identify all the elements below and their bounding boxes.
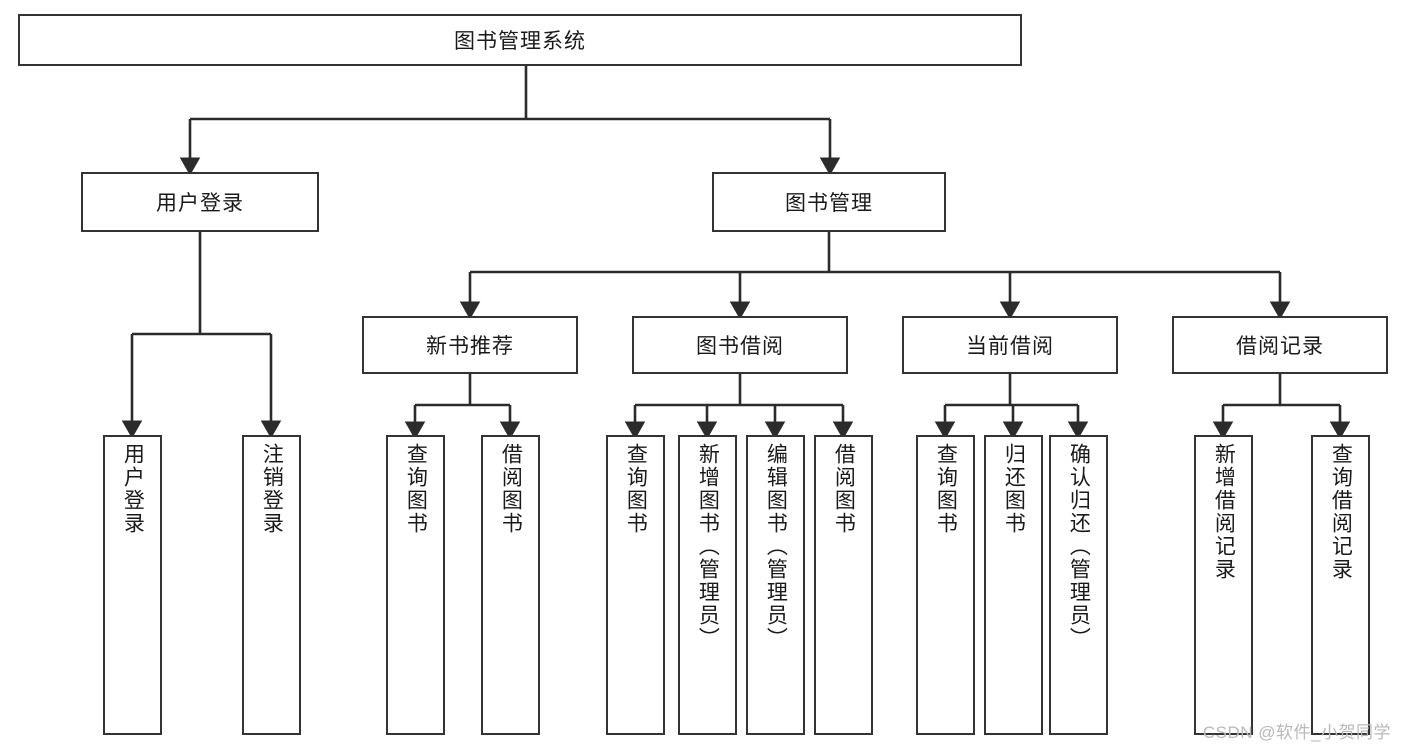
leaf-current-borrow-1[interactable]: 查询图书 bbox=[916, 435, 975, 735]
watermark-text: CSDN @软件_小贺同学 bbox=[1202, 723, 1391, 742]
leaf-label: 用户登录 bbox=[121, 443, 145, 535]
leaf-label: 编辑图书（管理员） bbox=[764, 443, 788, 650]
leaf-label: 查询借阅记录 bbox=[1329, 443, 1353, 581]
leaf-book-borrow-2[interactable]: 新增图书（管理员） bbox=[678, 435, 737, 735]
node-borrow-record[interactable]: 借阅记录 bbox=[1172, 316, 1388, 374]
node-book-manage-label: 图书管理 bbox=[785, 192, 873, 215]
leaf-label: 新增借阅记录 bbox=[1212, 443, 1236, 581]
leaf-new-book-2[interactable]: 借阅图书 bbox=[481, 435, 540, 735]
node-user-login-label: 用户登录 bbox=[156, 192, 244, 215]
leaf-current-borrow-3[interactable]: 确认归还（管理员） bbox=[1049, 435, 1108, 735]
leaf-new-book-1[interactable]: 查询图书 bbox=[386, 435, 445, 735]
leaf-label: 借阅图书 bbox=[832, 443, 856, 535]
leaf-label: 查询图书 bbox=[934, 443, 958, 535]
leaf-borrow-record-2[interactable]: 查询借阅记录 bbox=[1311, 435, 1370, 735]
node-book-borrow-label: 图书借阅 bbox=[696, 335, 784, 358]
node-current-borrow-label: 当前借阅 bbox=[966, 335, 1054, 358]
node-root[interactable]: 图书管理系统 bbox=[18, 14, 1022, 66]
leaf-label: 注销登录 bbox=[260, 443, 284, 535]
leaf-book-borrow-3[interactable]: 编辑图书（管理员） bbox=[746, 435, 805, 735]
node-book-manage[interactable]: 图书管理 bbox=[712, 172, 946, 232]
leaf-user-login-1[interactable]: 用户登录 bbox=[103, 435, 162, 735]
node-user-login[interactable]: 用户登录 bbox=[81, 172, 319, 232]
leaf-label: 查询图书 bbox=[404, 443, 428, 535]
leaf-label: 确认归还（管理员） bbox=[1067, 443, 1091, 650]
node-book-borrow[interactable]: 图书借阅 bbox=[632, 316, 848, 374]
leaf-user-login-2[interactable]: 注销登录 bbox=[242, 435, 301, 735]
leaf-borrow-record-1[interactable]: 新增借阅记录 bbox=[1194, 435, 1253, 735]
leaf-book-borrow-1[interactable]: 查询图书 bbox=[606, 435, 665, 735]
leaf-label: 归还图书 bbox=[1002, 443, 1026, 535]
leaf-label: 新增图书（管理员） bbox=[696, 443, 720, 650]
node-root-label: 图书管理系统 bbox=[454, 30, 586, 53]
node-new-book-recommend-label: 新书推荐 bbox=[426, 335, 514, 358]
node-new-book-recommend[interactable]: 新书推荐 bbox=[362, 316, 578, 374]
leaf-label: 查询图书 bbox=[624, 443, 648, 535]
leaf-label: 借阅图书 bbox=[499, 443, 523, 535]
leaf-book-borrow-4[interactable]: 借阅图书 bbox=[814, 435, 873, 735]
leaf-current-borrow-2[interactable]: 归还图书 bbox=[984, 435, 1043, 735]
node-current-borrow[interactable]: 当前借阅 bbox=[902, 316, 1118, 374]
node-borrow-record-label: 借阅记录 bbox=[1236, 335, 1324, 358]
